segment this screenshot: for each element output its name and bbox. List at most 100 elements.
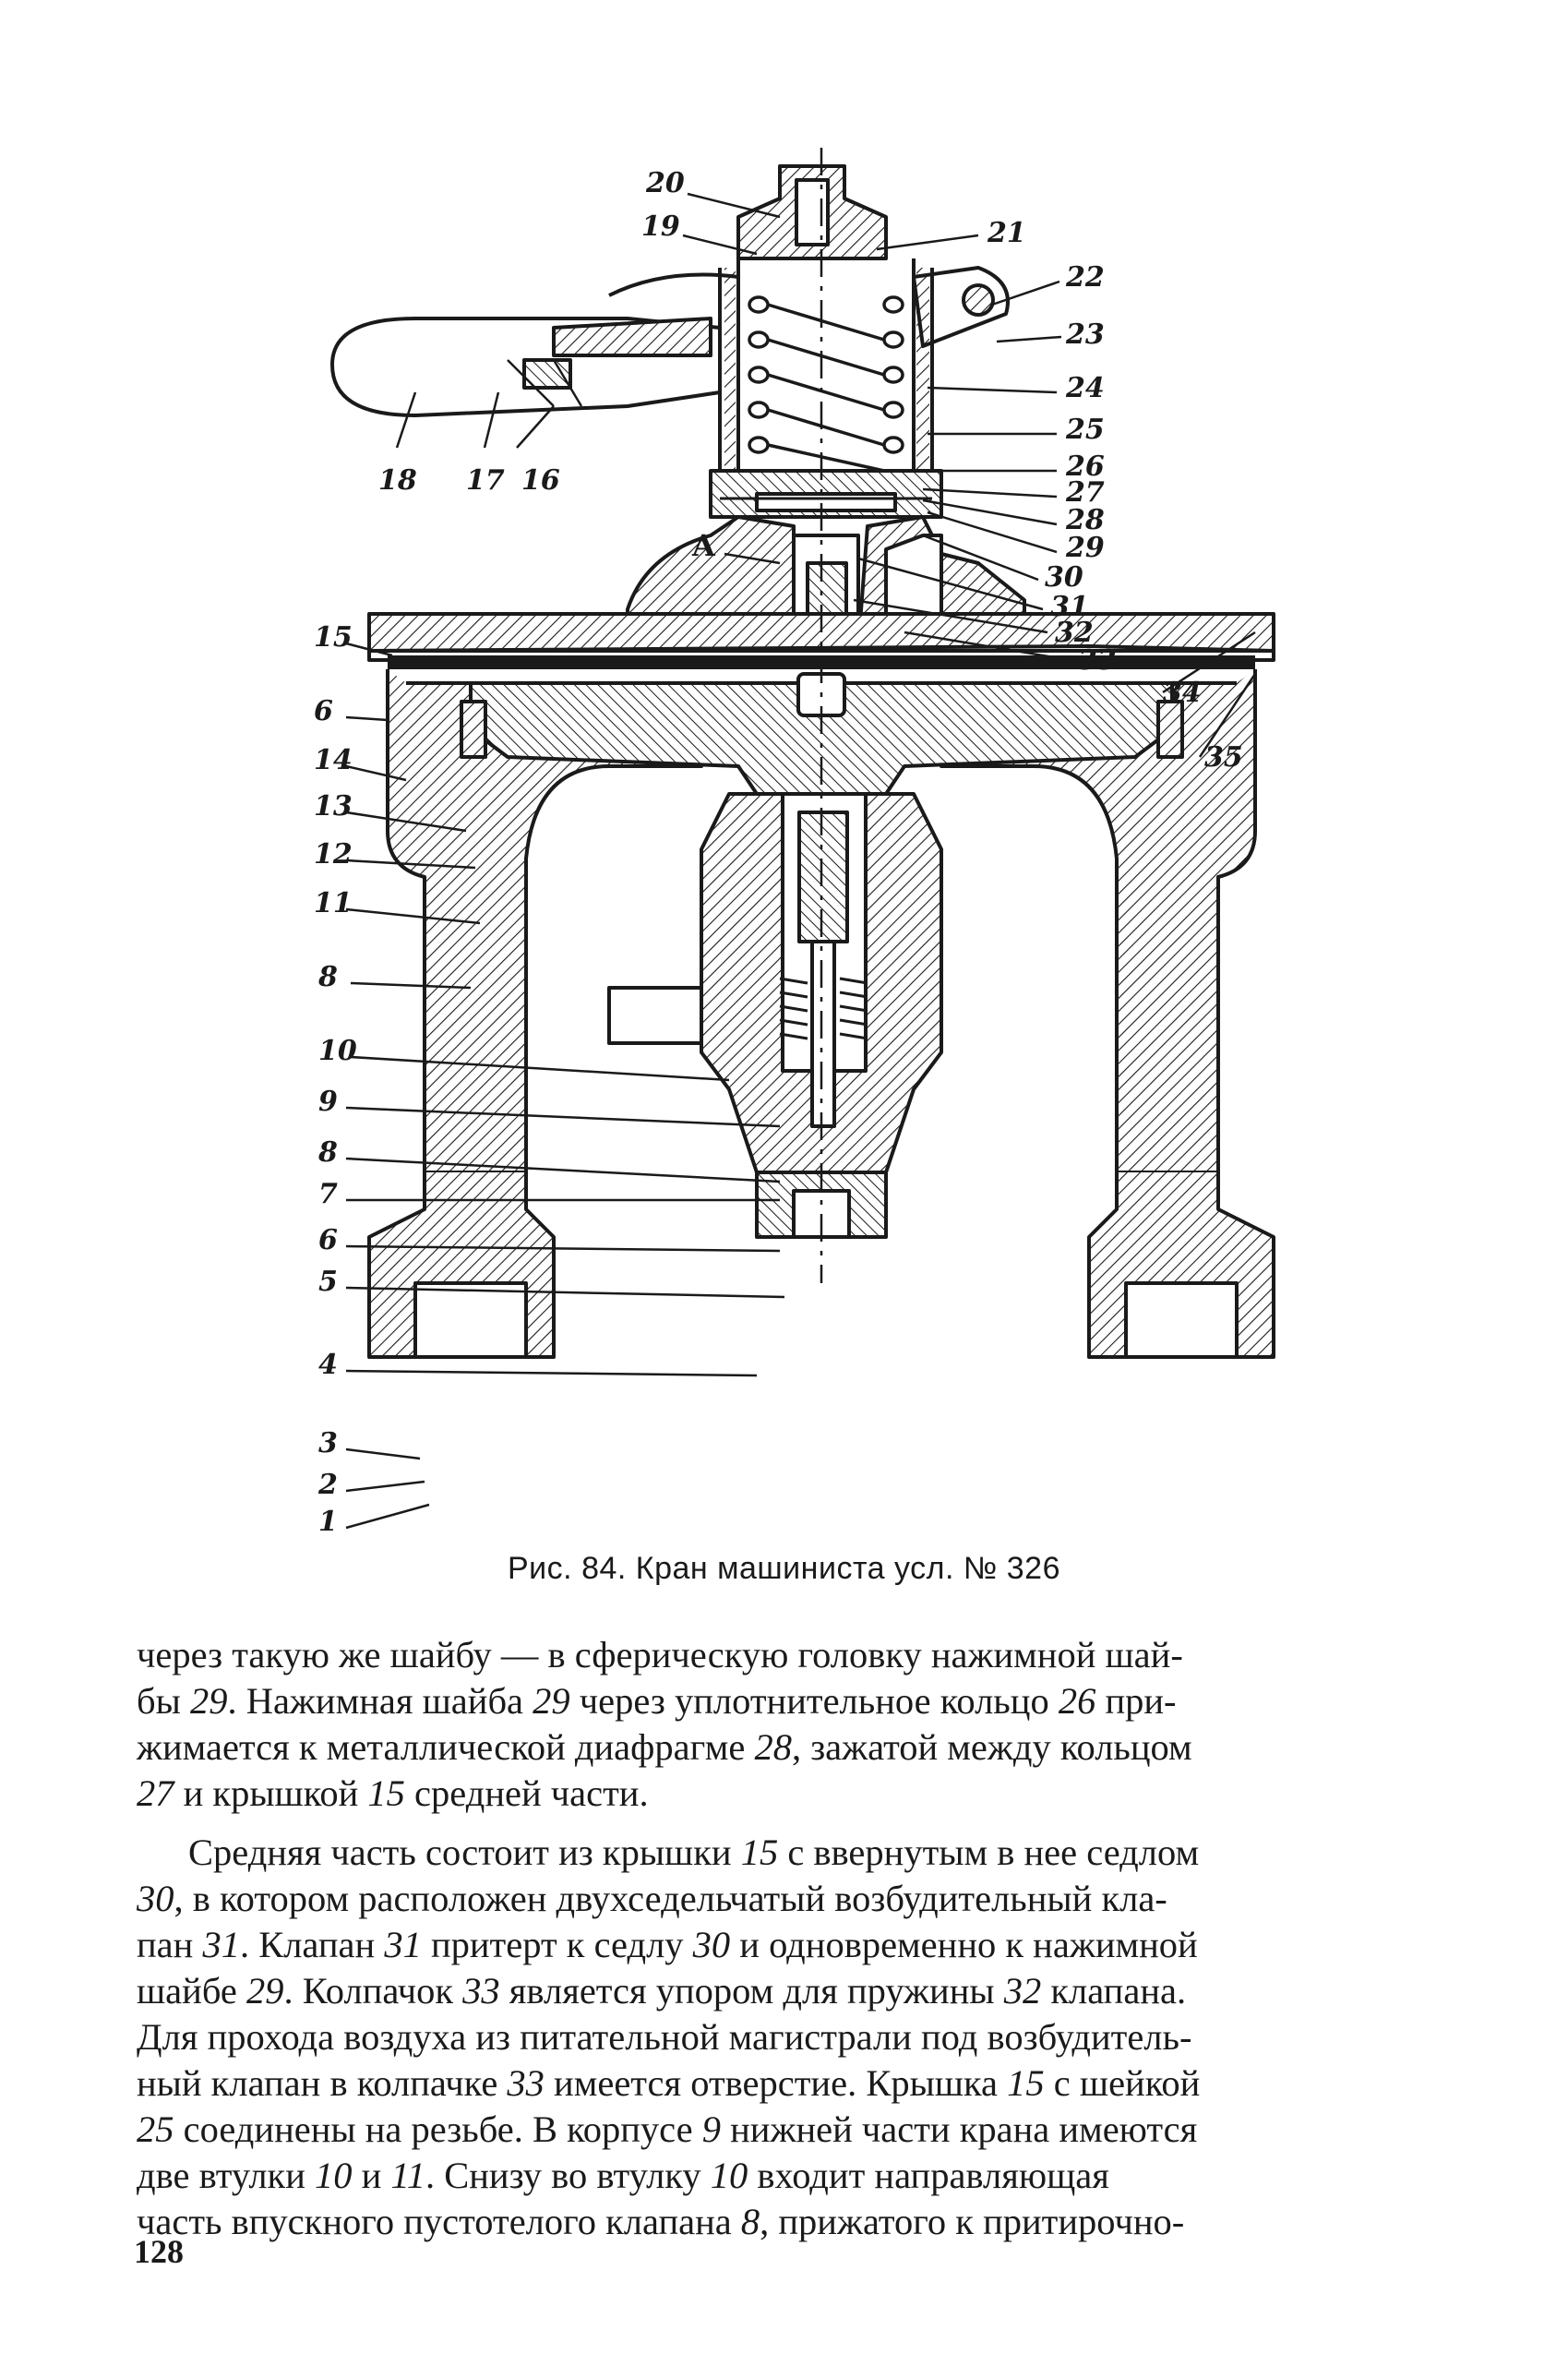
ref-number: 8 <box>740 2201 760 2242</box>
text-run: пан <box>137 1924 203 1965</box>
callout-8-upper: 8 <box>317 961 338 993</box>
callout-12: 12 <box>314 838 353 871</box>
ref-number: 30 <box>137 1878 174 1919</box>
text-run: , в котором расположен двухседельчатый в… <box>174 1878 1167 1919</box>
text-run: с шейкой <box>1044 2062 1201 2104</box>
callout-32: 32 <box>1055 617 1094 649</box>
ref-number: 26 <box>1058 1680 1096 1722</box>
ref-number: 28 <box>754 1726 792 1768</box>
callout-11: 11 <box>314 887 353 919</box>
text-run: . Нажимная шайба <box>227 1680 533 1722</box>
callout-33: 33 <box>1078 644 1117 677</box>
callout-21: 21 <box>987 217 1026 249</box>
text-run: и <box>352 2155 391 2196</box>
text-run: входит направляющая <box>748 2155 1109 2196</box>
callout-28: 28 <box>1065 504 1105 536</box>
ref-number: 29 <box>189 1680 228 1722</box>
ref-number: 15 <box>740 1832 779 1873</box>
text-run: и крышкой <box>174 1772 368 1814</box>
ref-number: 29 <box>246 1970 284 2012</box>
ref-number: 31 <box>384 1924 422 1965</box>
text-run: жимается к металлической диафрагме <box>137 1726 755 1768</box>
callout-23: 23 <box>1065 318 1105 351</box>
text-run: , прижатого к притирочно- <box>760 2201 1185 2242</box>
text-run: средней части. <box>404 1772 649 1814</box>
ref-number: 27 <box>137 1772 174 1814</box>
text-run: , зажатой между кольцом <box>791 1726 1192 1768</box>
paragraph-2: Средняя часть состоит из крышки 15 с вве… <box>137 1830 1425 2245</box>
ref-number: 11 <box>390 2155 425 2196</box>
callout-10: 10 <box>318 1035 357 1067</box>
callout-27: 27 <box>1065 476 1105 509</box>
callout-15: 15 <box>314 621 353 654</box>
callout-19: 19 <box>641 210 680 243</box>
callout-34: 34 <box>1163 677 1202 709</box>
text-run: Средняя часть состоит из крышки <box>188 1832 741 1873</box>
valve-drawing-svg: 20 19 21 22 23 24 25 26 27 28 29 30 31 3… <box>314 148 1275 1532</box>
text-run: через уплотнительное кольцо <box>569 1680 1059 1722</box>
callout-22: 22 <box>1065 261 1105 294</box>
text-run: с ввернутым в нее седлом <box>778 1832 1200 1873</box>
page-number: 128 <box>134 2233 184 2270</box>
callout-9: 9 <box>318 1086 338 1118</box>
callout-14: 14 <box>314 744 353 776</box>
text-run: . Колпачок <box>283 1970 463 2012</box>
callout-30: 30 <box>1045 561 1083 594</box>
ref-number: 32 <box>1003 1970 1042 2012</box>
callout-17: 17 <box>466 464 505 497</box>
callout-20: 20 <box>645 167 685 199</box>
text-run: часть впускного пустотелого клапана <box>137 2201 741 2242</box>
text-run: имеется отверстие. Крышка <box>544 2062 1008 2104</box>
ref-number: 10 <box>710 2155 748 2196</box>
text-run: Для прохода воздуха из питательной магис… <box>137 2016 1192 2058</box>
callout-13: 13 <box>314 790 353 823</box>
ref-number: 9 <box>701 2108 721 2150</box>
text-run: клапана. <box>1041 1970 1187 2012</box>
technical-drawing: 20 19 21 22 23 24 25 26 27 28 29 30 31 3… <box>277 129 1366 1532</box>
body-text: через такую же шайбу — в сферическую гол… <box>137 1632 1425 2245</box>
text-run: нижней части крана имеются <box>721 2108 1198 2150</box>
text-run: притерт к седлу <box>421 1924 693 1965</box>
callout-1: 1 <box>318 1506 338 1532</box>
ref-number: 33 <box>462 1970 500 2012</box>
ref-number: 30 <box>692 1924 731 1965</box>
callout-24: 24 <box>1065 372 1105 404</box>
text-run: . Клапан <box>239 1924 385 1965</box>
callout-6-upper: 6 <box>314 695 333 727</box>
ref-number: 25 <box>137 2108 174 2150</box>
callout-8: 8 <box>317 1136 338 1169</box>
callout-31: 31 <box>1050 591 1089 623</box>
callout-7: 7 <box>318 1178 338 1210</box>
callout-26: 26 <box>1065 450 1105 483</box>
ref-number: 29 <box>533 1680 570 1722</box>
text-run: бы <box>137 1680 190 1722</box>
figure-caption: Рис. 84. Кран машиниста усл. № 326 <box>508 1551 1060 1586</box>
callout-4: 4 <box>318 1349 338 1381</box>
callout-25: 25 <box>1065 414 1105 446</box>
text-run: является упором для пружины <box>499 1970 1004 2012</box>
ref-number: 10 <box>315 2155 353 2196</box>
ref-number: 15 <box>367 1772 405 1814</box>
ref-number: 31 <box>202 1924 240 1965</box>
callout-18: 18 <box>378 464 417 497</box>
callout-6: 6 <box>318 1224 338 1256</box>
callout-29: 29 <box>1065 532 1105 564</box>
callout-35: 35 <box>1204 741 1243 774</box>
text-run: шайбе <box>137 1970 247 2012</box>
callout-3: 3 <box>318 1427 338 1459</box>
paragraph-1: через такую же шайбу — в сферическую гол… <box>137 1632 1425 1817</box>
ref-number: 33 <box>507 2062 545 2104</box>
callout-A: A <box>691 528 716 563</box>
callout-5: 5 <box>318 1266 338 1298</box>
ref-number: 15 <box>1007 2062 1045 2104</box>
text-run: две втулки <box>137 2155 316 2196</box>
callout-16: 16 <box>521 464 560 497</box>
text-run: при- <box>1095 1680 1177 1722</box>
text-run: . Снизу во втулку <box>425 2155 711 2196</box>
text-run: и одновременно к нажимной <box>730 1924 1198 1965</box>
text-run: соединены на резьбе. В корпусе <box>174 2108 702 2150</box>
text-run: ный клапан в колпачке <box>137 2062 508 2104</box>
callout-2: 2 <box>317 1469 338 1501</box>
text-run: через такую же шайбу — в сферическую гол… <box>137 1634 1183 1675</box>
